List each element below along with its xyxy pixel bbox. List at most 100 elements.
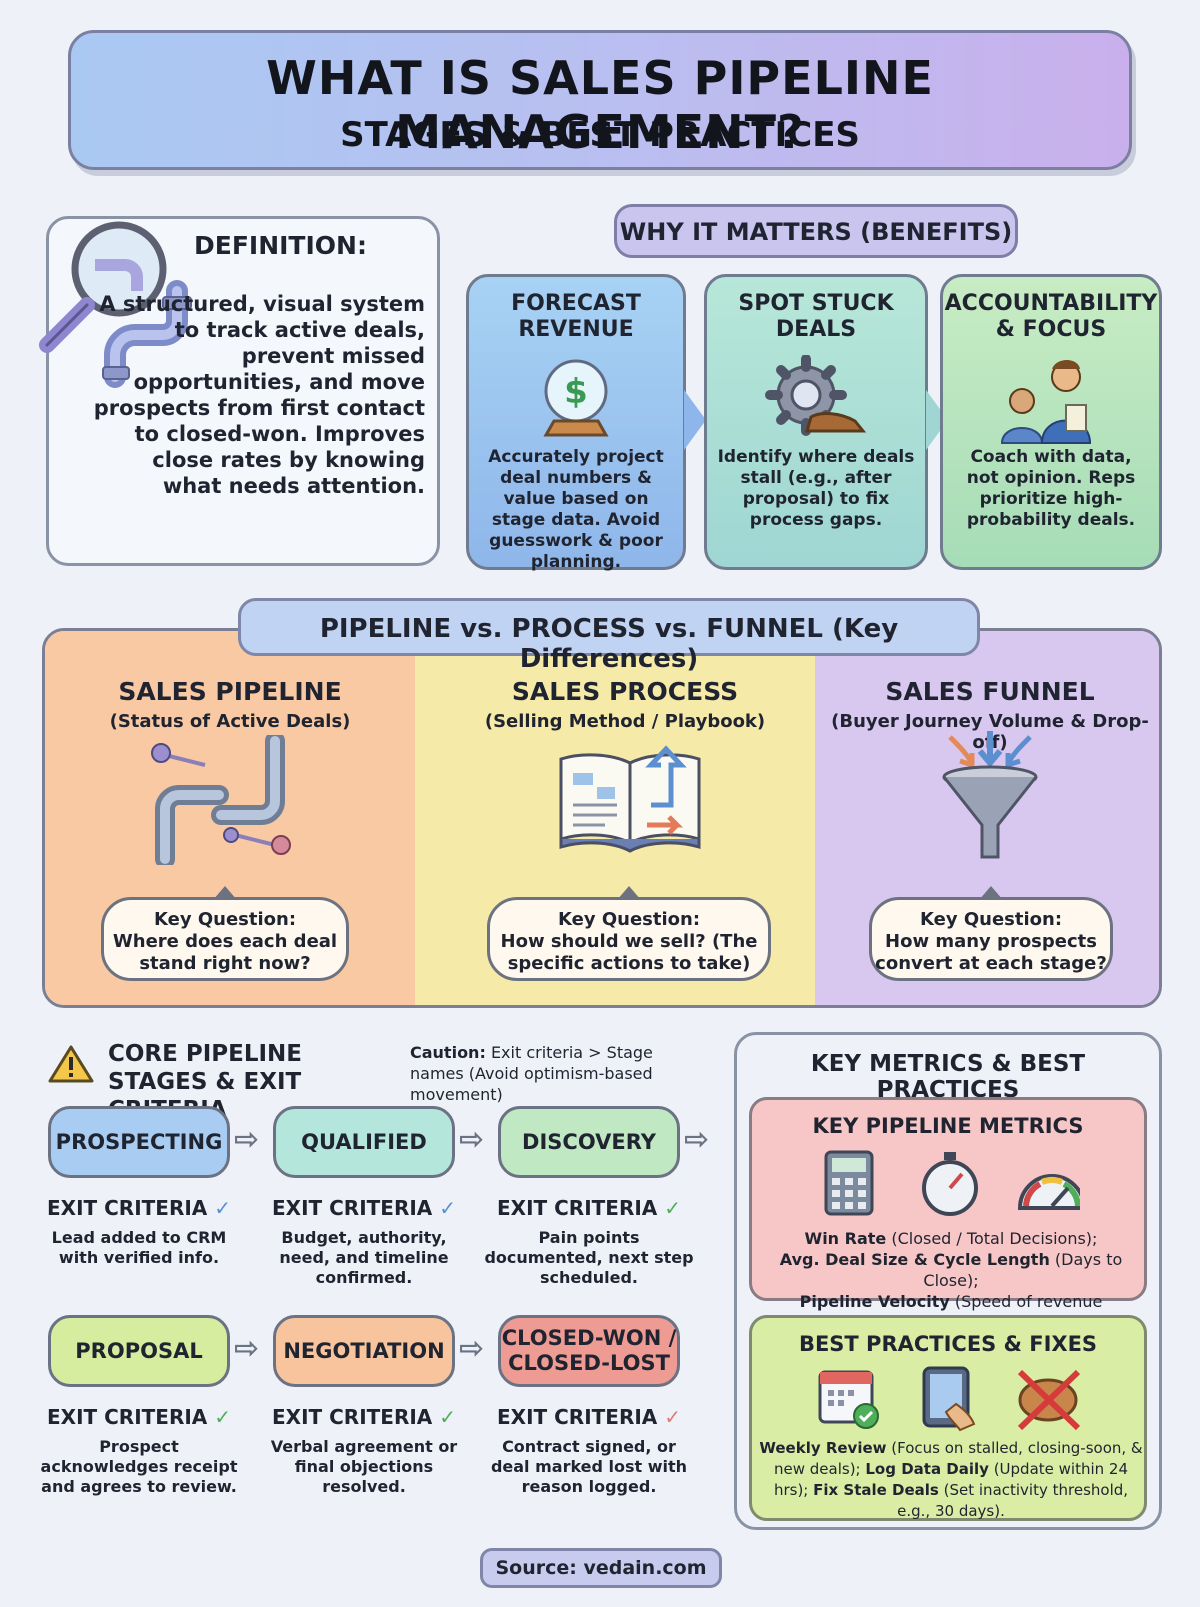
practice-term: Weekly Review (759, 1439, 887, 1457)
best-practices-card: BEST PRACTICES & FIXES Weekly Review ( (749, 1315, 1147, 1521)
comparison-panel: SALES PIPELINE (Status of Active Deals) … (42, 628, 1162, 1008)
comparison-column-pipeline: SALES PIPELINE (Status of Active Deals) … (45, 631, 445, 1005)
benefit-card-accountability: ACCOUNTABILITY & FOCUS Coach with data, … (940, 274, 1162, 570)
stage-box: PROPOSAL (48, 1315, 230, 1387)
stage-box: QUALIFIED (273, 1106, 455, 1178)
practice-desc: (Focus on stalled, closing-soon, & new d… (774, 1439, 1143, 1478)
key-question-label: Key Question: (557, 909, 701, 930)
definition-text: A structured, visual system to track act… (93, 292, 425, 498)
playbook-icon (559, 745, 701, 853)
key-question-bubble: Key Question: How many prospects convert… (869, 886, 1113, 981)
practice-term: Log Data Daily (865, 1460, 989, 1478)
best-practices-icons (818, 1366, 1081, 1432)
key-question-text: How should we sell? (The specific action… (500, 931, 758, 974)
gauge-icon (1017, 1174, 1080, 1210)
arrow-right-icon: ⇨ (459, 1122, 485, 1157)
exit-criteria-text: Verbal agreement or final objections res… (270, 1437, 458, 1496)
practice-desc: (Set inactivity threshold, e.g., 30 days… (897, 1481, 1129, 1520)
checkmark-icon: ✓ (207, 1405, 231, 1429)
exit-criteria-label: EXIT CRITERIA (271, 1196, 433, 1220)
definition-heading: DEFINITION: (194, 231, 367, 260)
key-question-text: How many prospects convert at each stage… (875, 931, 1107, 974)
comparison-column-process: SALES PROCESS (Selling Method / Playbook… (415, 631, 835, 1005)
exit-criteria-text: Budget, authority, need, and timeline co… (279, 1228, 449, 1287)
crystal-ball-icon: $ (543, 359, 609, 437)
best-practices-text: Weekly Review (Focus on stalled, closing… (758, 1438, 1144, 1522)
metrics-panel: KEY METRICS & BEST PRACTICES KEY PIPELIN… (734, 1032, 1162, 1530)
benefits-heading-pill: WHY IT MATTERS (BENEFITS) (614, 204, 1018, 258)
source-credit: Source: vedain.com (480, 1548, 722, 1588)
exit-criteria-label: EXIT CRITERIA (496, 1196, 658, 1220)
arrow-right-icon: ⇨ (684, 1122, 710, 1157)
benefit-card-forecast: FORECAST REVENUE $ Accurately project de… (466, 274, 686, 572)
caution-text: Exit criteria > Stage names (Avoid optim… (410, 1043, 653, 1104)
key-question-label: Key Question: (919, 909, 1063, 930)
exit-criteria-heading: EXIT CRITERIA ✓ (484, 1196, 694, 1220)
tablet-icon (922, 1366, 976, 1432)
benefit-card-stuck-deals: SPOT STUCK DEALS Identify where deals st… (704, 274, 928, 570)
checkmark-icon: ✓ (657, 1405, 681, 1429)
key-question-label: Key Question: (153, 909, 297, 930)
benefits-heading: WHY IT MATTERS (BENEFITS) (619, 218, 1013, 246)
best-practices-heading: BEST PRACTICES & FIXES (798, 1332, 1098, 1356)
metric-desc: (Closed / Total Decisions); (886, 1229, 1098, 1248)
pipes-icon (151, 735, 291, 865)
exit-criteria-heading: EXIT CRITERIA ✓ (259, 1405, 469, 1429)
exit-criteria-heading: EXIT CRITERIA ✓ (34, 1405, 244, 1429)
exit-criteria-text: Pain points documented, next step schedu… (484, 1228, 694, 1287)
metric-desc: (Days to Close); (923, 1250, 1123, 1290)
metric-term: Win Rate (804, 1229, 887, 1248)
comparison-heading-pill: PIPELINE vs. PROCESS vs. FUNNEL (Key Dif… (238, 598, 980, 674)
exit-criteria-text: Contract signed, or deal marked lost wit… (490, 1437, 688, 1496)
benefit-text: Accurately project deal numbers & value … (488, 447, 664, 572)
calculator-icon (824, 1150, 874, 1216)
arrow-right-icon: ⇨ (459, 1331, 485, 1366)
benefit-title: ACCOUNTABILITY & FOCUS (944, 291, 1158, 342)
magnifier-pipe-icon (39, 221, 192, 388)
caution-note: Caution: Exit criteria > Stage names (Av… (410, 1042, 710, 1105)
column-title: SALES PROCESS (511, 677, 739, 706)
stage-box: NEGOTIATION (273, 1315, 455, 1387)
stopwatch-icon (922, 1152, 978, 1216)
arrow-right-icon: ⇨ (234, 1122, 260, 1157)
checkmark-icon: ✓ (432, 1196, 456, 1220)
comparison-heading: PIPELINE vs. PROCESS vs. FUNNEL (Key Dif… (319, 614, 899, 674)
stages-heading: CORE PIPELINE STAGES & EXIT CRITERIA (108, 1041, 303, 1123)
arrow-right-icon: ⇨ (234, 1331, 260, 1366)
exit-criteria-text: Prospect acknowledges receipt and agrees… (40, 1437, 238, 1496)
sub-title: STAGES & BEST PRACTICES (340, 115, 860, 155)
definition-card: DEFINITION: A structured, visual system … (39, 216, 440, 566)
benefit-text: Coach with data, not opinion. Reps prior… (966, 447, 1136, 530)
main-title: WHAT IS SALES PIPELINE MANAGEMENT? (266, 51, 934, 159)
exit-criteria-heading: EXIT CRITERIA ✓ (484, 1405, 694, 1429)
stage-box: DISCOVERY (498, 1106, 680, 1178)
column-subtitle: (Selling Method / Playbook) (484, 711, 766, 732)
column-title: SALES PIPELINE (118, 677, 342, 706)
title-banner: WHAT IS SALES PIPELINE MANAGEMENT? STAGE… (68, 30, 1132, 170)
caution-label: Caution: (410, 1043, 486, 1062)
checkmark-icon: ✓ (207, 1196, 231, 1220)
gear-wrench-icon (765, 355, 867, 436)
column-subtitle: (Status of Active Deals) (109, 711, 351, 732)
coach-icon (1000, 360, 1092, 444)
exit-criteria-label: EXIT CRITERIA (46, 1405, 208, 1429)
benefit-text: Identify where deals stall (e.g., after … (717, 447, 915, 530)
comparison-column-funnel: SALES FUNNEL (Buyer Journey Volume & Dro… (815, 631, 1159, 1005)
svg-text:$: $ (564, 372, 588, 412)
stage-box: CLOSED-WON / CLOSED-LOST (498, 1315, 680, 1387)
key-metrics-card: KEY PIPELINE METRICS Win Rate (Closed (749, 1097, 1147, 1332)
metric-term: Avg. Deal Size & Cycle Length (779, 1250, 1050, 1269)
stage-box: PROSPECTING (48, 1106, 230, 1178)
exit-criteria-heading: EXIT CRITERIA ✓ (259, 1196, 469, 1220)
arrow-right-icon (684, 390, 706, 450)
exit-criteria-label: EXIT CRITERIA (496, 1405, 658, 1429)
metrics-heading: KEY METRICS & BEST PRACTICES (810, 1051, 1086, 1103)
exit-criteria-label: EXIT CRITERIA (46, 1196, 208, 1220)
key-metrics-heading: KEY PIPELINE METRICS (812, 1114, 1084, 1138)
calendar-check-icon (818, 1370, 879, 1429)
benefit-title: SPOT STUCK DEALS (738, 291, 894, 342)
checkmark-icon: ✓ (657, 1196, 681, 1220)
practice-desc: (Update within 24 hrs); (773, 1460, 1128, 1499)
key-question-bubble: Key Question: Where does each deal stand… (101, 886, 349, 981)
warning-icon (48, 1045, 94, 1083)
